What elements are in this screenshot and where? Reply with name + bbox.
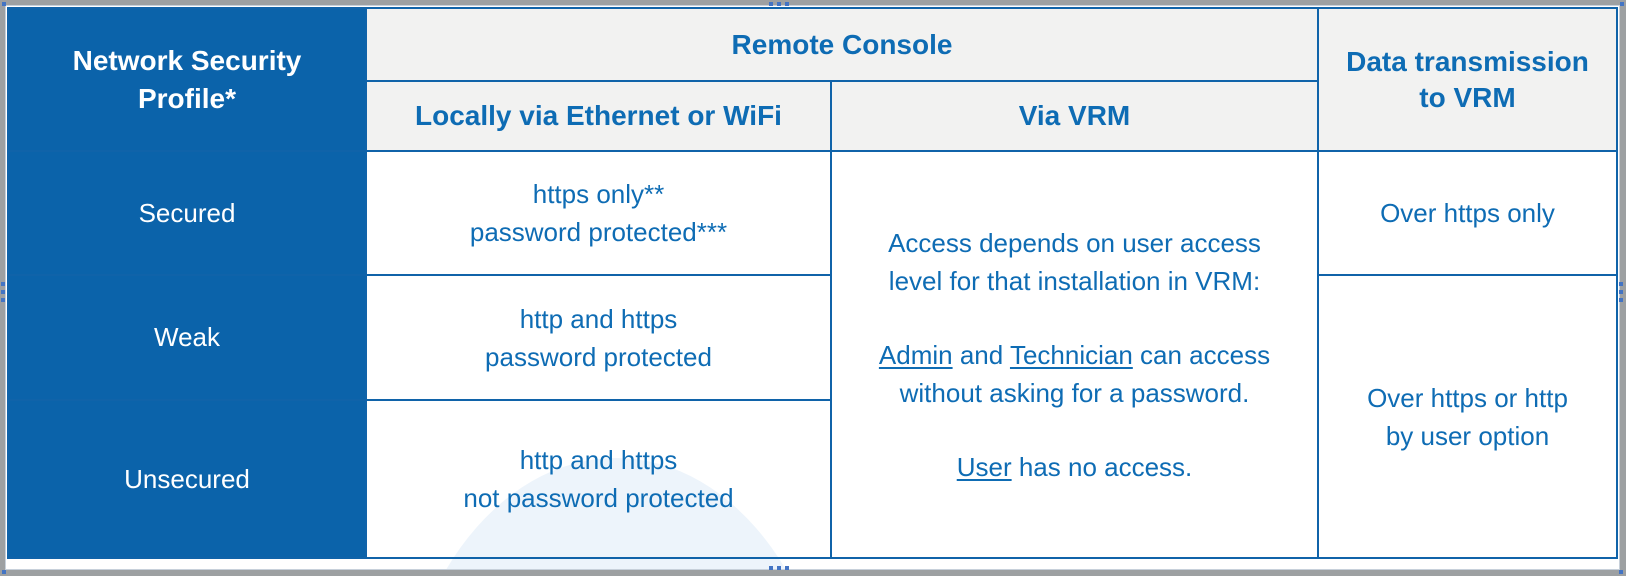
cell-weak-local: http and https password protected [365,274,832,401]
selection-handle-top-right[interactable] [1620,2,1624,6]
cell-line: not password protected [463,483,734,513]
header-via-vrm: Via VRM [830,80,1319,152]
header-remote-console: Remote Console [365,7,1319,82]
selection-handle-left-middle[interactable] [1,282,5,302]
cell-line: password protected*** [469,217,728,247]
header-data-transmission: Data transmission to VRM [1317,7,1618,152]
header-line: Network Security [72,44,302,76]
cell-line: https only** [532,179,665,209]
selection-handle-bottom-middle[interactable] [769,566,789,570]
link-user: User [956,451,1012,482]
link-technician: Technician [1009,339,1133,370]
row-label-weak: Weak [7,274,367,401]
selection-handle-top-middle[interactable] [769,2,789,6]
cell-text: can access [1132,339,1271,370]
cell-line: without asking for a password. [899,377,1250,408]
cell-secured-local: https only** password protected*** [365,150,832,276]
paragraph-gap [838,300,1311,336]
header-network-security-profile: Network Security Profile* [7,7,367,152]
link-admin: Admin [878,339,953,370]
cell-line: Admin and Technician can access [838,336,1311,374]
handle-dot [1,290,5,294]
cell-line: password protected [485,341,712,372]
cell-line: level for that installation in VRM: [888,265,1261,296]
selection-handle-right-middle[interactable] [1619,282,1623,302]
handle-dot [769,2,773,6]
cell-secured-transmission: Over https only [1317,150,1618,276]
selection-handle-top-left[interactable] [2,2,6,6]
cell-line: User has no access. [838,448,1311,486]
header-locally-via-ethernet: Locally via Ethernet or WiFi [365,80,832,152]
cell-line: http and https [519,445,678,475]
handle-dot [777,566,781,570]
cell-weak-unsecured-transmission: Over https or http by user option [1317,274,1618,559]
row-label-unsecured: Unsecured [7,399,367,559]
selected-table-image[interactable]: Network Security Profile* Remote Console… [5,5,1620,570]
cell-line: Access depends on user access [888,227,1261,258]
handle-dot [1,282,5,286]
handle-dot [1619,290,1623,294]
handle-dot [1619,282,1623,286]
network-security-profile-table: Network Security Profile* Remote Console… [7,7,1618,559]
cell-line: Over https or http [1367,382,1568,413]
header-line: to VRM [1419,81,1516,113]
paragraph-gap [838,412,1311,448]
handle-dot [785,2,789,6]
cell-text: has no access. [1011,451,1193,482]
selection-handle-bottom-left[interactable] [2,570,6,574]
header-line: Data transmission [1346,45,1589,77]
row-label-secured: Secured [7,150,367,276]
handle-dot [769,566,773,570]
handle-dot [1,298,5,302]
cell-text: and [952,339,1010,370]
handle-dot [1619,298,1623,302]
cell-unsecured-local: http and https not password protected [365,399,832,559]
header-line: Profile* [137,82,237,114]
cell-line: by user option [1385,420,1550,451]
handle-dot [777,2,781,6]
selection-handle-bottom-right[interactable] [1619,570,1623,574]
handle-dot [785,566,789,570]
cell-via-vrm-access: Access depends on user access level for … [830,150,1319,559]
cell-line: http and https [519,303,678,334]
